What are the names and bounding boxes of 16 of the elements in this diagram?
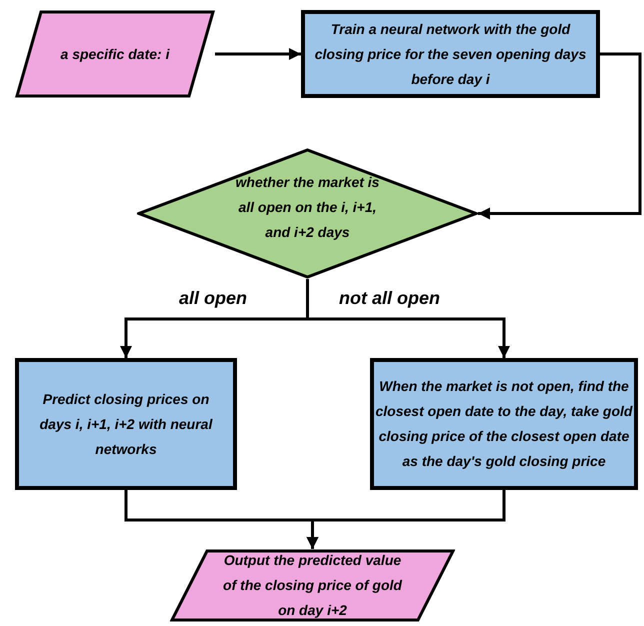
node-text: Train a neural network with the gold closing price for the seven opening days before day i	[314, 20, 588, 89]
arrow	[478, 52, 642, 220]
arrow	[306, 279, 510, 358]
io-parallelogram	[170, 549, 455, 622]
node-text: Output the predicted value of the closing price of gold on day i+2	[222, 551, 403, 620]
io-parallelogram	[15, 10, 215, 98]
arrow	[215, 48, 301, 60]
process-box	[15, 358, 237, 490]
process-box	[301, 10, 600, 98]
process-box	[370, 358, 638, 490]
node-text: When the market is not open, find the closest open date to the day, take gold closing price of the closest open date as the day's gold closing price	[374, 377, 634, 471]
decision-diamond	[137, 148, 478, 279]
node-text: Predict closing prices on days i, i+1, i+2 with neural networks	[38, 390, 214, 458]
node-text: whether the market is all open on the i, i+1, and i+2 days	[234, 173, 380, 242]
arrow	[306, 490, 506, 549]
node-text: a specific date: i	[60, 44, 170, 64]
